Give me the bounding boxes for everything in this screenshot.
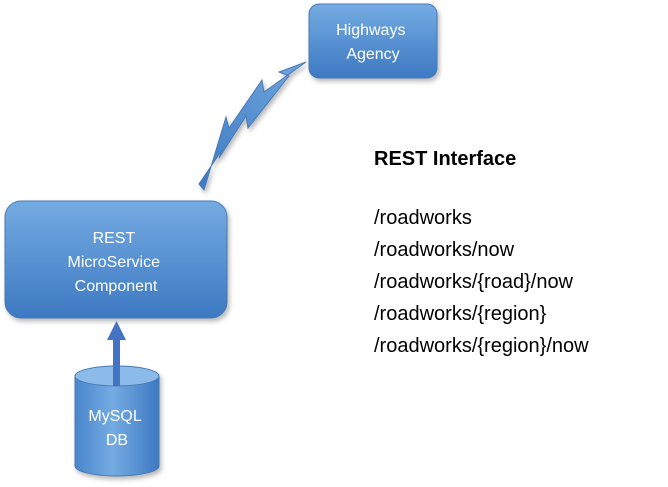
rest-service-label-line-3: Component: [75, 278, 158, 295]
rest-service-label-line-2: MicroService: [68, 254, 161, 271]
rest-interface-panel: REST Interface /roadworks /roadworks/now…: [374, 146, 664, 362]
highways-agency-node: Highways Agency: [308, 3, 438, 79]
db-to-service-arrow: [107, 321, 126, 386]
lightning-bolt-connector: [198, 61, 307, 192]
endpoint-list: /roadworks /roadworks/now /roadworks/{ro…: [374, 202, 664, 362]
mysql-db-cylinder-body: [74, 375, 160, 477]
endpoint-item: /roadworks/now: [374, 239, 515, 261]
endpoint-item: /roadworks/{region}/now: [374, 335, 589, 357]
rest-service-box: [4, 200, 228, 319]
endpoint-item: /roadworks: [374, 207, 472, 229]
mysql-db-label-line-2: DB: [106, 432, 128, 449]
arrow-shaft: [113, 336, 120, 386]
rest-service-label-line-1: REST: [93, 230, 136, 247]
svg-text:Highways Agency: Highways Agency: [336, 22, 410, 63]
svg-text:REST MicroService: REST MicroService Component: [68, 230, 165, 295]
svg-text:MySQL DB: MySQL DB: [88, 408, 145, 449]
highways-agency-box: [308, 3, 438, 79]
arrow-head: [107, 321, 126, 340]
highways-agency-label-line-1: Highways: [336, 22, 405, 39]
endpoint-item: /roadworks/{region}: [374, 303, 547, 325]
rest-interface-title: REST Interface: [374, 148, 517, 170]
mysql-db-label-line-1: MySQL: [88, 408, 141, 425]
endpoint-item: /roadworks/{road}/now: [374, 271, 574, 293]
highways-agency-label-line-2: Agency: [346, 46, 399, 63]
rest-service-node: REST MicroService Component: [4, 200, 228, 319]
